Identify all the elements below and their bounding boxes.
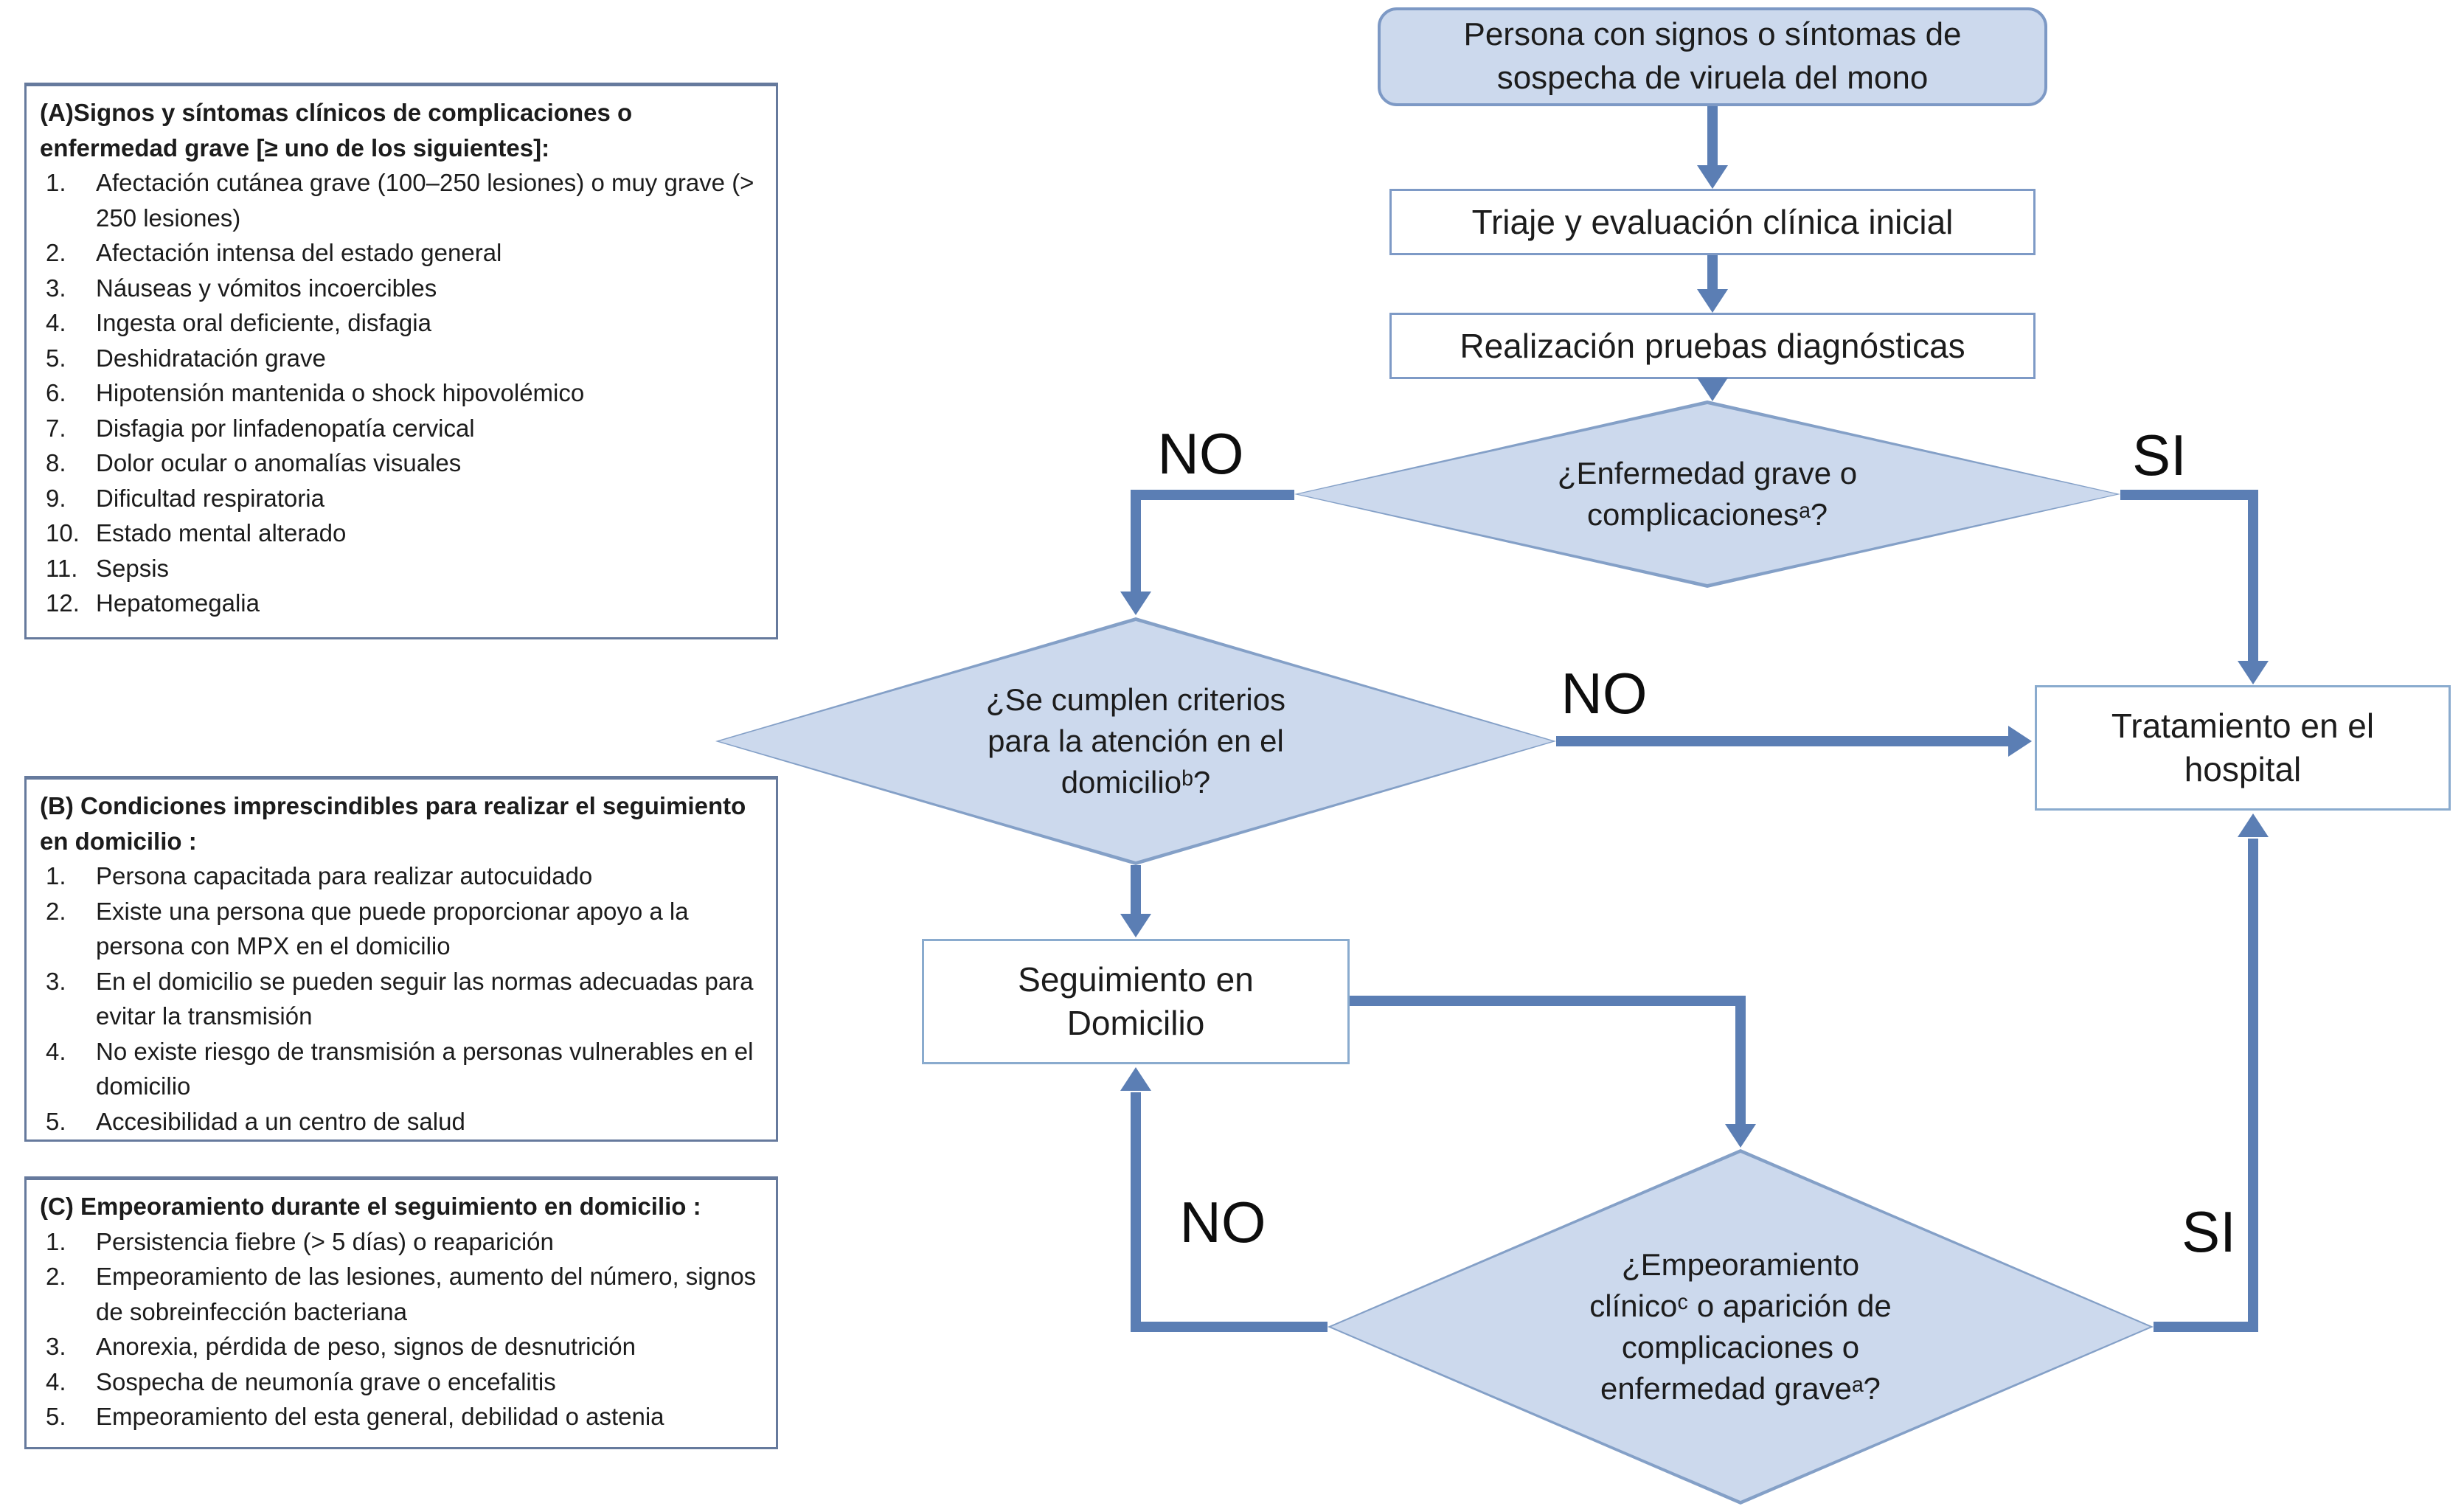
flow-decision-empeoramiento: ¿Empeoramiento clínicoᶜ o aparición de c…: [1328, 1149, 2154, 1505]
flow-node-seguimiento-label: Seguimiento en Domicilio: [1018, 960, 1254, 1042]
edge-d3-no-hline: [1136, 1322, 1328, 1332]
edge-triaje-pruebas-line: [1707, 255, 1718, 291]
edge-label-d3-si: SI: [2182, 1199, 2236, 1264]
edge-seguimiento-d3-hline: [1350, 996, 1746, 1006]
edge-d1-no-hline: [1136, 490, 1294, 500]
flow-node-hospital: Tratamiento en el hospital: [2035, 685, 2451, 811]
list-item: Persistencia fiebre (> 5 días) o reapari…: [46, 1224, 554, 1259]
flow-node-seguimiento: Seguimiento en Domicilio: [922, 939, 1350, 1064]
panel-b-title: (B) Condiciones imprescindibles para rea…: [40, 792, 746, 855]
edge-start-triaje-line: [1707, 106, 1718, 167]
flow-decision-criterios-domicilio-label: ¿Se cumplen criterios para la atención e…: [985, 682, 1286, 799]
arrowhead-up-icon: [1120, 1067, 1151, 1091]
info-panel-b: (B) Condiciones imprescindibles para rea…: [24, 776, 778, 1142]
arrowhead-down-icon: [1120, 914, 1151, 937]
arrowhead-down-icon: [1725, 1124, 1756, 1148]
list-item: Empeoramiento de las lesiones, aumento d…: [46, 1259, 757, 1325]
flow-node-pruebas: Realización pruebas diagnósticas: [1389, 313, 2036, 379]
edge-label-d3-no: NO: [1179, 1190, 1266, 1255]
edge-d2-no-hline: [1556, 736, 2010, 746]
list-item: Náuseas y vómitos incoercibles: [46, 271, 437, 305]
list-item: En el domicilio se pueden seguir las nor…: [46, 964, 754, 1030]
list-item: Deshidratación grave: [46, 341, 326, 375]
list-item: Ingesta oral deficiente, disfagia: [46, 305, 431, 340]
flow-node-start: Persona con signos o síntomas de sospech…: [1378, 7, 2047, 106]
panel-c-title: (C) Empeoramiento durante el seguimiento…: [40, 1193, 701, 1220]
list-item: Afectación cutánea grave (100–250 lesion…: [46, 165, 754, 232]
list-item: Dificultad respiratoria: [46, 481, 325, 516]
flow-decision-empeoramiento-label: ¿Empeoramiento clínicoᶜ o aparición de c…: [1589, 1247, 1892, 1406]
info-panel-a: (A)Signos y síntomas clínicos de complic…: [24, 83, 778, 639]
edge-d1-si-hline: [2120, 490, 2258, 500]
panel-a-list: Afectación cutánea grave (100–250 lesion…: [40, 165, 760, 621]
arrowhead-down-icon: [1697, 165, 1728, 189]
edge-d2-seguimiento-line: [1131, 865, 1141, 915]
list-item: Accesibilidad a un centro de salud: [46, 1104, 465, 1139]
edge-d3-no-vline: [1131, 1092, 1141, 1332]
flow-node-start-label: Persona con signos o síntomas de sospech…: [1463, 16, 1962, 96]
panel-c-list: Persistencia fiebre (> 5 días) o reapari…: [40, 1224, 760, 1435]
edge-d1-si-vline: [2248, 490, 2258, 662]
flow-node-hospital-label: Tratamiento en el hospital: [2111, 707, 2375, 788]
list-item: Empeoramiento del esta general, debilida…: [46, 1399, 664, 1434]
arrowhead-down-icon: [1120, 592, 1151, 615]
flow-decision-enfermedad-grave: ¿Enfermedad grave o complicacionesᵃ?: [1294, 400, 2120, 588]
list-item: Afectación intensa del estado general: [46, 235, 502, 270]
edge-seguimiento-d3-vline: [1735, 996, 1746, 1125]
panel-b-list: Persona capacitada para realizar autocui…: [40, 858, 760, 1139]
edge-d1-no-vline: [1131, 490, 1141, 593]
edge-d3-si-vline: [2248, 839, 2258, 1332]
info-panel-c: (C) Empeoramiento durante el seguimiento…: [24, 1176, 778, 1449]
list-item: Anorexia, pérdida de peso, signos de des…: [46, 1329, 636, 1364]
list-item: Persona capacitada para realizar autocui…: [46, 858, 593, 893]
list-item: Estado mental alterado: [46, 516, 347, 550]
list-item: Sepsis: [46, 551, 170, 586]
list-item: Sospecha de neumonía grave o encefalitis: [46, 1364, 556, 1399]
flow-node-triaje: Triaje y evaluación clínica inicial: [1389, 189, 2036, 255]
list-item: Existe una persona que puede proporciona…: [46, 894, 689, 960]
flow-decision-enfermedad-grave-label: ¿Enfermedad grave o complicacionesᵃ?: [1557, 456, 1858, 532]
flow-node-pruebas-label: Realización pruebas diagnósticas: [1460, 326, 1965, 365]
edge-label-d1-si: SI: [2132, 423, 2187, 488]
panel-a-title: (A)Signos y síntomas clínicos de complic…: [40, 99, 633, 162]
list-item: Disfagia por linfadenopatía cervical: [46, 411, 475, 445]
list-item: No existe riesgo de transmisión a person…: [46, 1034, 754, 1100]
edge-label-d1-no: NO: [1157, 421, 1244, 486]
arrowhead-right-icon: [2008, 726, 2032, 757]
list-item: Hipotensión mantenida o shock hipovolémi…: [46, 375, 585, 410]
list-item: Hepatomegalia: [46, 586, 260, 620]
edge-d3-si-hline: [2154, 1322, 2258, 1332]
flow-node-triaje-label: Triaje y evaluación clínica inicial: [1471, 202, 1954, 241]
arrowhead-up-icon: [2238, 814, 2269, 837]
arrowhead-down-icon: [1697, 289, 1728, 313]
list-item: Dolor ocular o anomalías visuales: [46, 445, 462, 480]
arrowhead-down-icon: [2238, 661, 2269, 684]
flow-decision-criterios-domicilio: ¿Se cumplen criterios para la atención e…: [715, 617, 1556, 865]
arrowhead-down-icon: [1697, 378, 1728, 401]
edge-label-d2-no: NO: [1561, 661, 1648, 726]
